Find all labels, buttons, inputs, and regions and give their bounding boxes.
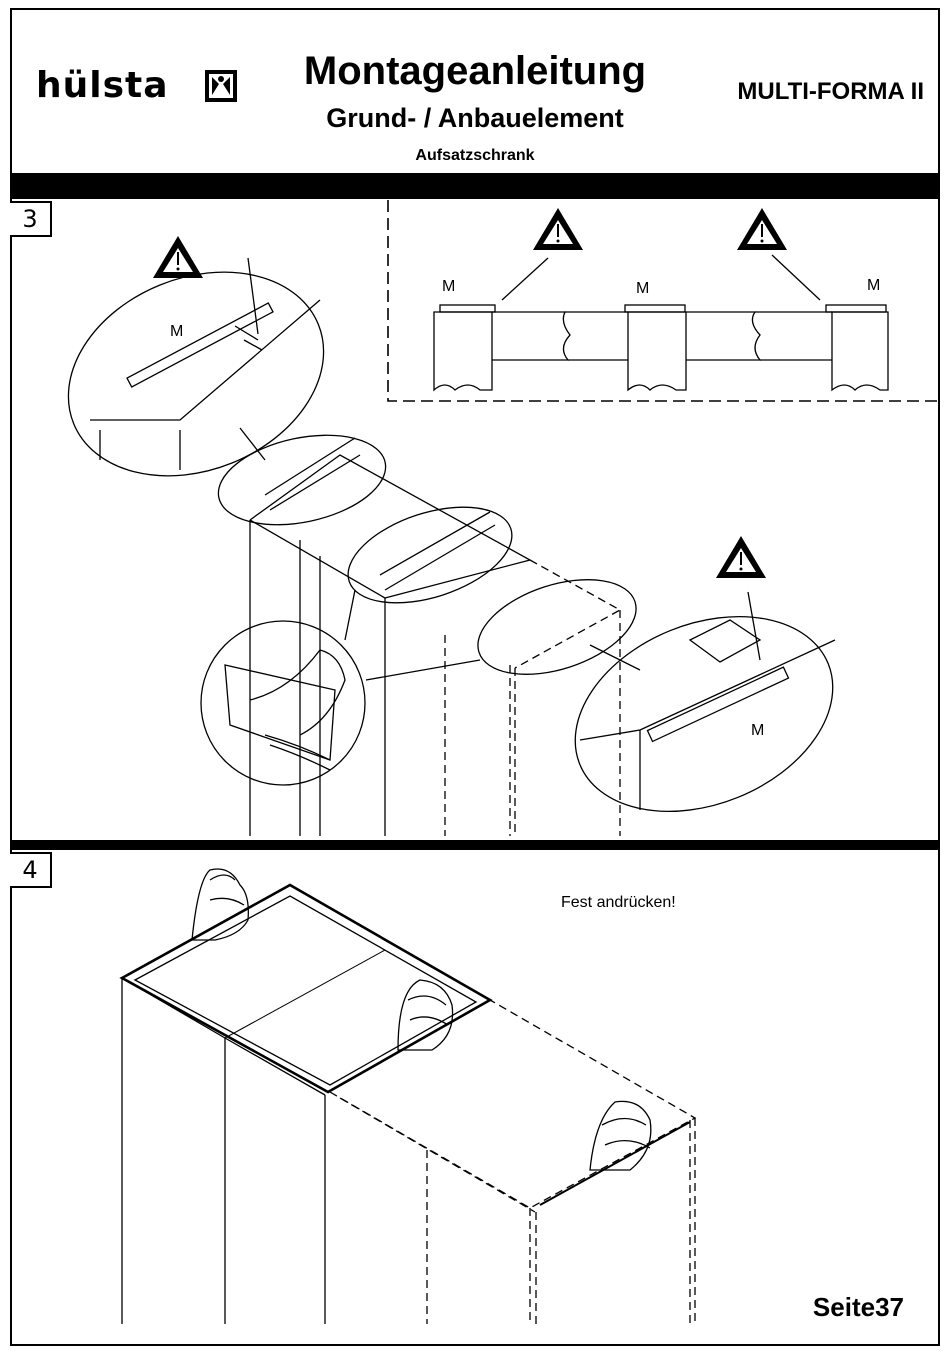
marker-label: M <box>867 277 880 295</box>
page-subsubtitle: Aufsatzschrank <box>0 146 950 166</box>
model-name: MULTI-FORMA II <box>737 78 924 106</box>
page-subtitle: Grund- / Anbauelement <box>0 102 950 134</box>
page-frame <box>10 8 940 1346</box>
marker-label: M <box>170 323 183 341</box>
marker-label: M <box>636 280 649 298</box>
section-divider <box>10 840 940 850</box>
step-number: 3 <box>10 201 52 237</box>
instruction-note: Fest andrücken! <box>561 894 676 912</box>
section-divider <box>10 173 940 199</box>
page-number: Seite37 <box>813 1292 904 1323</box>
marker-label: M <box>751 722 764 740</box>
step-number: 4 <box>10 852 52 888</box>
marker-label: M <box>442 278 455 296</box>
